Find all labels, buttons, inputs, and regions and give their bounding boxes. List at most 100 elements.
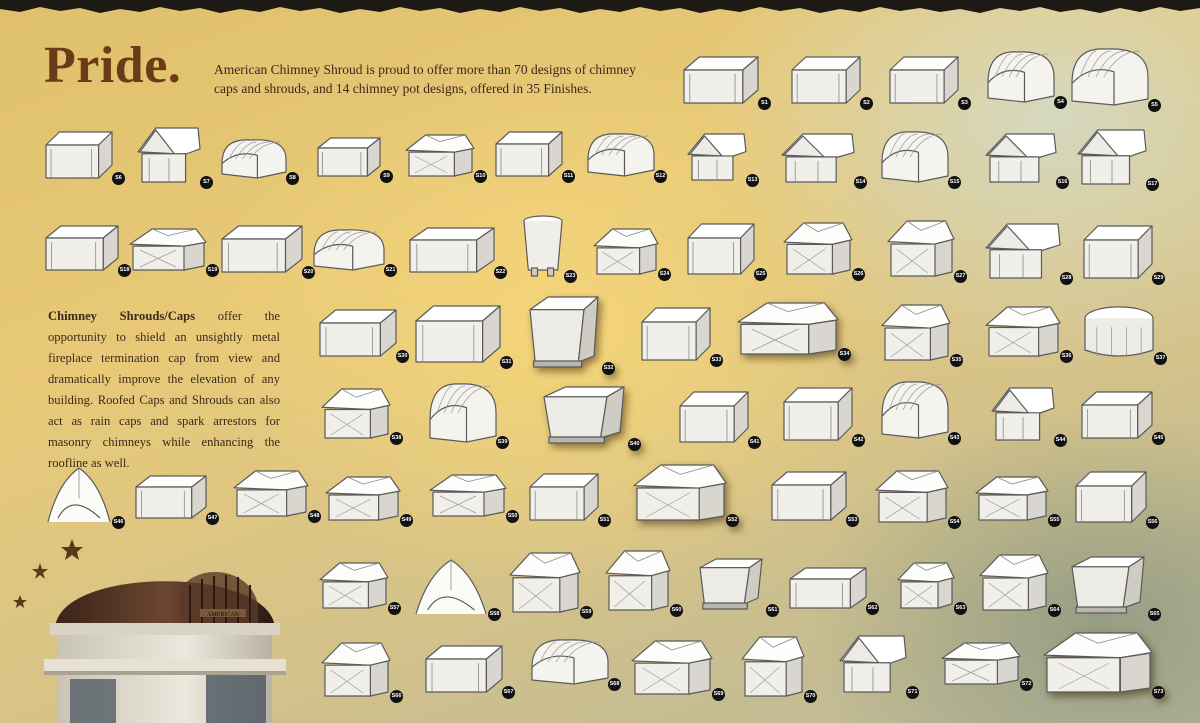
cap-design-s27: S27 [886,218,967,283]
cap-number-badge: S9 [380,170,393,183]
star-icon [32,563,48,579]
star-icon [61,539,83,560]
cap-number-badge: S14 [854,176,867,189]
cap-number-badge: S12 [654,170,667,183]
torn-top-edge [0,0,1200,13]
cap-design-s46: S46 [44,464,125,529]
cap-design-s28: S28 [984,220,1073,285]
cap-design-s61: S61 [694,556,779,617]
cap-design-s48: S48 [232,468,321,523]
cap-number-badge: S27 [954,270,967,283]
cap-design-s31: S31 [414,304,513,369]
cap-number-badge: S44 [1054,434,1067,447]
cap-number-badge: S16 [1056,176,1069,189]
cap-number-badge: S62 [866,602,879,615]
cap-number-badge: S30 [396,350,409,363]
cap-design-s24: S24 [592,226,671,281]
cap-number-badge: S63 [954,602,967,615]
cap-number-badge: S19 [206,264,219,277]
cap-design-s39: S39 [428,380,509,449]
cap-design-s32: S32 [524,294,615,375]
cap-design-s59: S59 [508,550,593,619]
cap-number-badge: S7 [200,176,213,189]
cap-number-badge: S23 [564,270,577,283]
cap-number-badge: S57 [388,602,401,615]
cap-design-s55: S55 [974,474,1061,527]
cap-design-s63: S63 [896,560,967,615]
cap-design-s40: S40 [538,384,641,451]
cap-number-badge: S40 [628,438,641,451]
cap-design-s10: S10 [404,132,487,183]
cap-design-s41: S41 [678,390,761,449]
cap-design-s43: S43 [880,378,961,445]
cap-number-badge: S36 [1060,350,1073,363]
cap-number-badge: S52 [726,514,739,527]
cap-number-badge: S21 [384,264,397,277]
cap-number-badge: S47 [206,512,219,525]
cap-design-s22: S22 [408,226,507,279]
cap-design-s36: S36 [984,304,1073,363]
cap-number-badge: S34 [838,348,851,361]
cap-design-s58: S58 [412,556,501,621]
cap-design-s52: S52 [632,462,739,527]
cap-number-badge: S32 [602,362,615,375]
cap-number-badge: S65 [1148,608,1161,621]
cap-design-s16: S16 [984,130,1069,189]
cap-number-badge: S61 [766,604,779,617]
cap-design-s50: S50 [428,472,519,523]
cap-design-s18: S18 [44,224,131,277]
cap-design-s64: S64 [978,552,1061,617]
cap-design-s1: S1 [682,55,771,110]
cap-design-s29: S29 [1082,224,1165,285]
cap-design-s47: S47 [134,474,219,525]
cap-design-s34: S34 [736,300,851,361]
cap-design-s69: S69 [630,638,725,701]
cap-design-s67: S67 [424,644,515,699]
cap-design-s2: S2 [790,55,873,110]
stars-decoration [13,539,83,608]
body-text: offer the opportunity to shield an unsig… [48,309,280,470]
cap-design-s38: S38 [320,386,403,445]
cap-design-s3: S3 [888,55,971,110]
cap-number-badge: S55 [1048,514,1061,527]
cap-design-s45: S45 [1080,390,1165,445]
cap-number-badge: S70 [804,690,817,703]
cap-design-s66: S66 [320,640,403,703]
cap-design-s53: S53 [770,470,859,527]
cap-number-badge: S28 [1060,272,1073,285]
cap-number-badge: S51 [598,514,611,527]
cap-design-s37: S37 [1082,304,1167,365]
cap-number-badge: S15 [948,176,961,189]
cap-design-s56: S56 [1074,470,1159,529]
cap-design-s62: S62 [788,566,879,615]
cap-number-badge: S13 [746,174,759,187]
cap-design-s20: S20 [220,224,315,279]
cap-number-badge: S48 [308,510,321,523]
cap-design-s8: S8 [220,136,299,185]
chimney-photo: AMERICAN [44,571,286,723]
cap-number-badge: S33 [710,354,723,367]
cap-number-badge: S66 [390,690,403,703]
cap-design-s51: S51 [528,472,611,527]
cap-design-s54: S54 [874,468,961,529]
cap-number-badge: S18 [118,264,131,277]
cap-number-badge: S41 [748,436,761,449]
body-copy: Chimney Shrouds/Caps offer the opportuni… [48,306,280,474]
cap-number-badge: S1 [758,97,771,110]
cap-design-s60: S60 [604,548,683,617]
cap-number-badge: S3 [958,97,971,110]
cap-number-badge: S10 [474,170,487,183]
cap-number-badge: S43 [948,432,961,445]
cap-design-s68: S68 [530,636,621,691]
cap-design-s30: S30 [318,308,409,363]
cap-number-badge: S69 [712,688,725,701]
cap-number-badge: S11 [562,170,575,183]
cap-design-s13: S13 [686,130,759,187]
cap-number-badge: S35 [950,354,963,367]
cap-design-s25: S25 [686,222,767,281]
cap-design-s71: S71 [838,632,919,699]
cap-number-badge: S72 [1020,678,1033,691]
cap-design-s44: S44 [990,384,1067,447]
cap-design-s70: S70 [740,634,817,703]
